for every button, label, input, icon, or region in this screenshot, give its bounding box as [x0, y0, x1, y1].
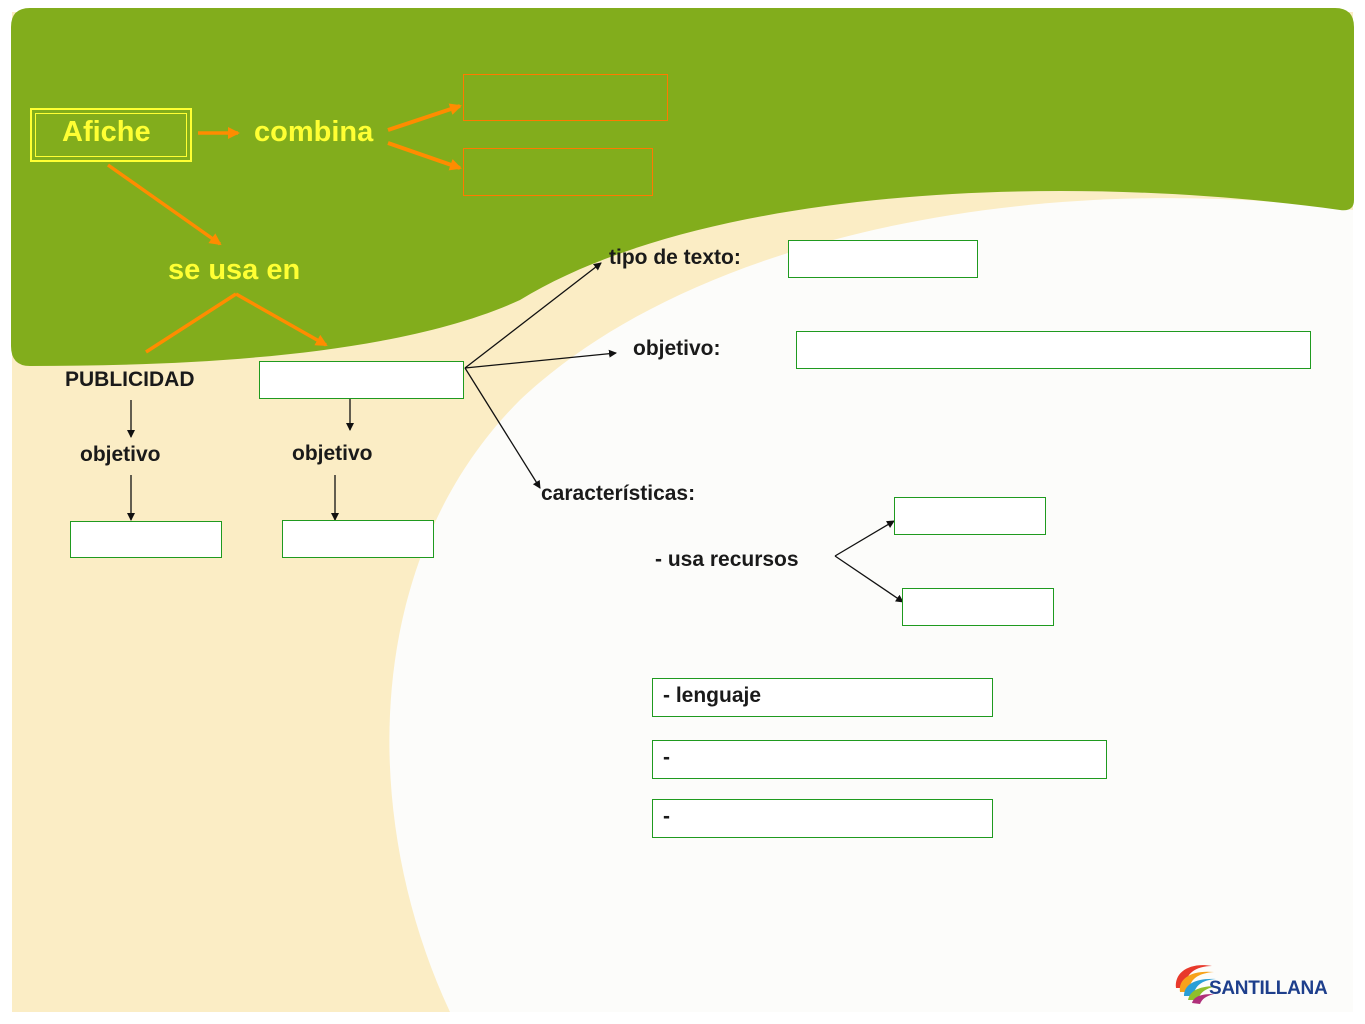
- arrow-afiche-seusaen: [106, 163, 222, 246]
- santillana-swoosh-icon: [1175, 965, 1218, 1004]
- objetivo-right-label: objetivo: [292, 442, 373, 465]
- caracteristicas-label: características:: [541, 482, 696, 505]
- objetivo-left-answer-box[interactable]: [70, 521, 222, 558]
- se-usa-en-label: se usa en: [168, 254, 301, 286]
- tipo-de-texto-answer-box[interactable]: [788, 240, 978, 278]
- objetivo-right-answer-box[interactable]: [282, 520, 434, 558]
- objetivo-left-label: objetivo: [80, 443, 161, 466]
- arrow-seusaen-left: [145, 292, 237, 354]
- green-band: [11, 8, 1354, 366]
- afiche-label: Afiche: [62, 116, 151, 148]
- feature-answer-box-1[interactable]: -: [652, 740, 1107, 779]
- recurso-answer-box-1[interactable]: [894, 497, 1046, 535]
- arrow-combina-top: [387, 103, 462, 132]
- objetivo-answer-box[interactable]: [796, 331, 1311, 369]
- santillana-logo: SANTILLANA: [1172, 958, 1342, 1006]
- feature-dash-2: -: [663, 805, 670, 828]
- usa-recursos-label: - usa recursos: [655, 548, 799, 571]
- santillana-logo-text: SANTILLANA: [1209, 978, 1328, 999]
- combina-answer-box-1[interactable]: [463, 74, 668, 121]
- feature-dash-1: -: [663, 746, 670, 769]
- lenguaje-label: - lenguaje: [663, 684, 762, 707]
- arrow-recursos-bottom: [834, 555, 904, 603]
- tipo-de-texto-label: tipo de texto:: [609, 246, 741, 269]
- arrow-combina-bottom: [387, 141, 462, 171]
- arrow-recursos-top: [834, 520, 895, 557]
- combina-label: combina: [254, 116, 374, 148]
- publicidad-label: PUBLICIDAD: [65, 368, 195, 391]
- arrow-seusaen-right: [235, 292, 328, 347]
- feature-answer-box-2[interactable]: -: [652, 799, 993, 838]
- arrow-to-tipo: [464, 262, 602, 369]
- afiche-node-box: [30, 108, 192, 162]
- recurso-answer-box-2[interactable]: [902, 588, 1054, 626]
- combina-answer-box-2[interactable]: [463, 148, 653, 196]
- lenguaje-answer-box[interactable]: - lenguaje: [652, 678, 993, 717]
- arrow-to-objetivo: [464, 349, 617, 369]
- second-use-answer-box[interactable]: [259, 361, 464, 399]
- objetivo-label: objetivo:: [633, 337, 721, 360]
- white-arc-area: [389, 198, 1353, 1012]
- arrow-to-caracteristicas: [464, 367, 541, 489]
